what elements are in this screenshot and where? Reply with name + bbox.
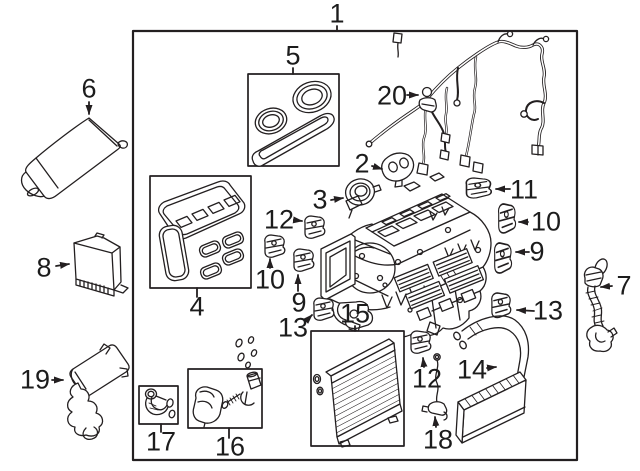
callout-13-left: 13: [277, 312, 309, 343]
group-box-16-actuator-kit: [187, 368, 263, 429]
callout-4: 4: [189, 291, 205, 322]
callout-10-left: 10: [254, 264, 286, 295]
callout-15: 15: [339, 298, 371, 329]
actuator-13-right: [491, 292, 512, 319]
actuator-10-right: [497, 203, 517, 234]
part-8-module: [73, 232, 129, 297]
main-assembly-box: [131, 29, 579, 462]
callout-3: 3: [312, 184, 328, 215]
part-14-heater-core: [453, 315, 530, 444]
actuator-12-bottom: [410, 330, 432, 354]
callout-17: 17: [145, 426, 177, 457]
callout-19: 19: [19, 364, 51, 395]
callout-10-right: 10: [530, 206, 562, 237]
group-box-5-seals: [247, 73, 340, 167]
callout-9-right: 9: [529, 236, 545, 267]
leader-lines: [51, 25, 613, 439]
callout-12-bottom: 12: [411, 363, 443, 394]
part-18-sensor-wire: [421, 353, 448, 421]
callout-12-left: 12: [263, 204, 295, 235]
actuator-11-right: [465, 177, 493, 199]
part-2-grommet: [381, 152, 415, 188]
callout-13-right: 13: [532, 295, 564, 326]
actuator-12-left: [304, 215, 326, 239]
callout-8: 8: [36, 252, 52, 283]
callout-20: 20: [376, 80, 408, 111]
callout-5: 5: [285, 40, 301, 71]
callout-1: 1: [329, 0, 345, 29]
part-19-bracket: [66, 343, 130, 440]
group-box-4-gaskets: [149, 175, 252, 289]
callout-9-left: 9: [291, 287, 307, 318]
fastener-ovals: [235, 336, 258, 369]
callout-6: 6: [81, 73, 97, 104]
group-box-15-evaporator: [310, 330, 405, 448]
callout-7: 7: [616, 270, 632, 301]
group-box-17-hose: [138, 385, 179, 425]
actuator-13-left: [313, 297, 335, 321]
part-6-duct: [20, 117, 128, 200]
part-7-drain-hose: [583, 258, 618, 353]
callout-16: 16: [214, 431, 246, 462]
callout-14: 14: [456, 354, 488, 385]
actuator-9-left: [293, 248, 315, 272]
part-20-connector: [418, 86, 437, 113]
callout-18: 18: [422, 424, 454, 455]
hvac-housing: [320, 172, 492, 338]
actuator-10-left: [264, 234, 286, 258]
callout-11: 11: [509, 174, 539, 205]
callout-2: 2: [354, 148, 370, 179]
actuator-9-right: [493, 242, 513, 274]
